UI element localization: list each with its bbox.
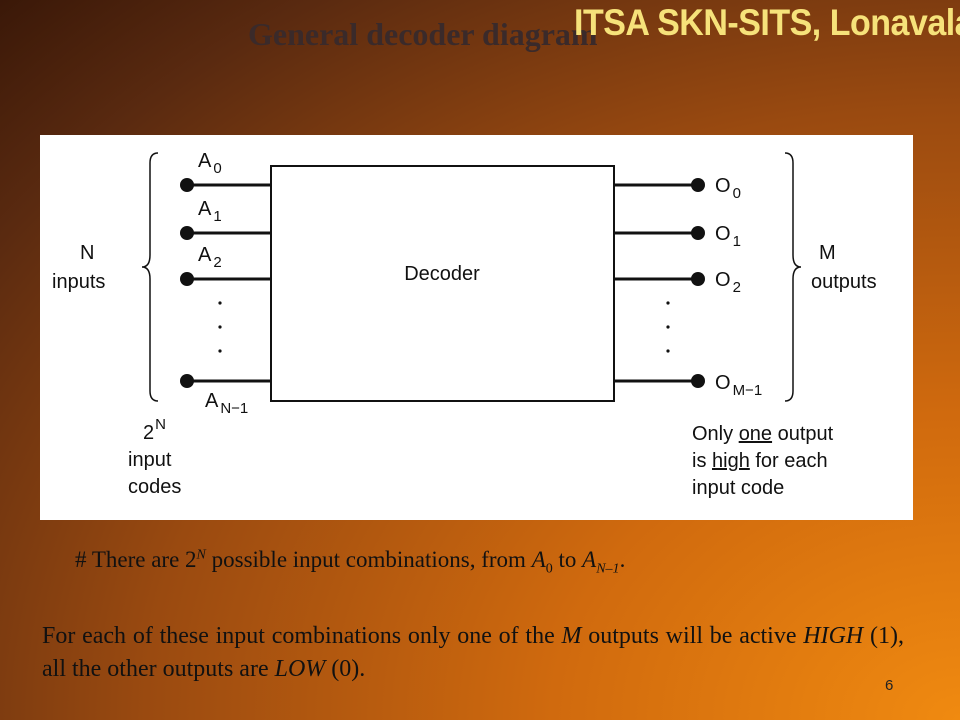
input-ellipsis	[218, 301, 222, 353]
input-line-a1	[180, 226, 271, 240]
right-group-line2: outputs	[811, 271, 877, 293]
right-group-line1: M	[819, 242, 836, 264]
codes-note-line3: codes	[128, 476, 181, 498]
output-line-o2	[614, 272, 705, 286]
input-line-a0	[180, 178, 271, 192]
left-brace	[141, 152, 159, 402]
decoder-block	[270, 165, 615, 402]
brand-logo-text: ITSA SKN-SITS, Lonavala	[574, 2, 960, 44]
output-line-o0	[614, 178, 705, 192]
codes-note-line2: input	[128, 449, 172, 471]
output-line-om-1	[614, 374, 705, 388]
codes-note-line1: 2N	[143, 416, 166, 444]
output-ellipsis	[666, 301, 670, 353]
left-group-line1: N	[80, 242, 94, 264]
output-note-line1: Only one output	[692, 423, 834, 445]
right-brace	[784, 152, 802, 402]
output-note-line3: input code	[692, 477, 784, 499]
input-line-an-1	[180, 374, 271, 388]
output-note-line2: is high for each	[692, 450, 828, 472]
slide-title: General decoder diagram	[248, 16, 598, 52]
outputs-active-note: For each of these input combinations onl…	[42, 623, 904, 682]
decoder-label: Decoder	[404, 263, 480, 285]
output-line-o1	[614, 226, 705, 240]
input-line-a2	[180, 272, 271, 286]
input-combinations-note: # There are 2N possible input combinatio…	[75, 547, 626, 577]
page-number: 6	[885, 677, 894, 694]
left-group-line2: inputs	[52, 271, 105, 293]
